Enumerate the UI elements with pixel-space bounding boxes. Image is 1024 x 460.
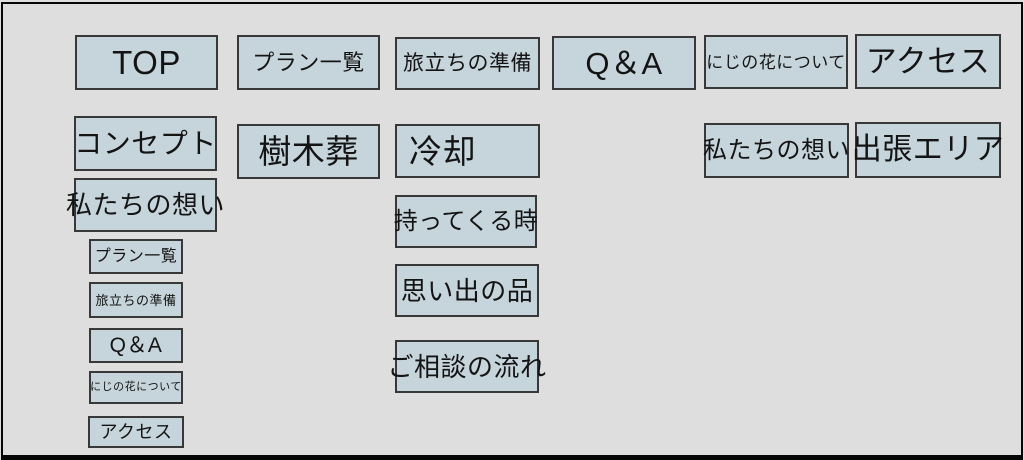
sitemap-node-qa-sub: Q＆A (89, 328, 183, 363)
sitemap-node-departure-prep-main: 旅立ちの準備 (395, 37, 540, 90)
sitemap-node-access-sub: アクセス (88, 416, 184, 448)
sitemap-node-about-nijinohana-sub: にじの花について (89, 371, 183, 404)
sitemap-node-memento-items: 思い出の品 (395, 264, 539, 317)
sitemap-node-concept: コンセプト (74, 116, 217, 171)
sitemap-node-departure-prep-sub: 旅立ちの準備 (89, 282, 183, 318)
sitemap-node-consultation-flow: ご相談の流れ (388, 340, 546, 393)
sitemap-node-tree-burial: 樹木葬 (237, 124, 380, 179)
sitemap-node-plan-list-main: プラン一覧 (237, 35, 380, 90)
sitemap-node-cooling: 冷却 (395, 124, 540, 178)
sitemap-node-our-thoughts-right: 私たちの想い (703, 123, 850, 178)
sitemap-node-about-nijinohana-main: にじの花について (704, 35, 848, 89)
sitemap-node-bring-time: 持ってくる時 (394, 195, 538, 248)
sitemap-node-qa-main: Q＆A (552, 36, 696, 90)
sitemap-node-access-main: アクセス (855, 34, 1001, 89)
sitemap-node-top: TOP (75, 35, 218, 90)
sitemap-node-travel-area: 出張エリア (852, 122, 1004, 178)
sitemap-node-our-thoughts-left: 私たちの想い (66, 178, 225, 232)
sitemap-node-plan-list-sub: プラン一覧 (89, 239, 183, 274)
